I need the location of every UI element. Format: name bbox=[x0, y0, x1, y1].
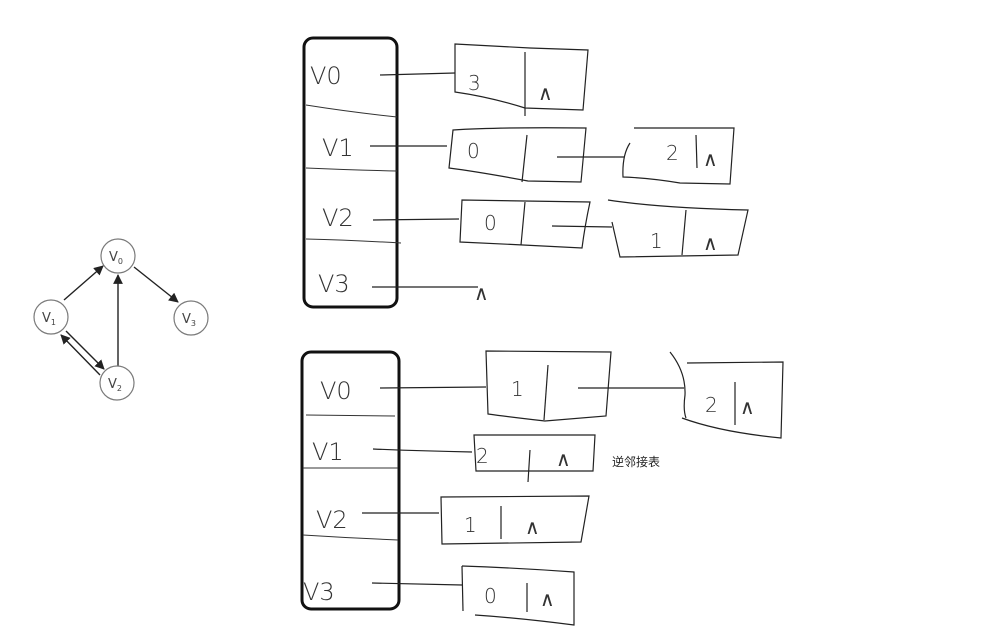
vertex-label: V3 bbox=[303, 578, 335, 606]
adj-row-v0: V0 3 ∧ bbox=[310, 43, 589, 116]
inverse-adjacency-list: V0 1 2 ∧ V1 2 ∧ 逆邻接表 V2 bbox=[300, 350, 784, 626]
inv-row-v2: V2 1 ∧ bbox=[316, 495, 590, 545]
null-pointer: ∧ bbox=[703, 147, 718, 171]
edge-v1-v2 bbox=[65, 330, 105, 370]
vertex-label: V0 bbox=[310, 62, 342, 90]
node-index: 1 bbox=[650, 229, 663, 253]
null-pointer: ∧ bbox=[556, 447, 571, 471]
node-index: 1 bbox=[464, 513, 477, 537]
svg-text:V0: V0 bbox=[109, 250, 123, 266]
inv-row-v0: V0 1 2 ∧ bbox=[320, 350, 784, 439]
row-divider bbox=[305, 414, 396, 417]
null-pointer: ∧ bbox=[703, 231, 718, 255]
adj-row-v1: V1 0 2 ∧ bbox=[322, 127, 735, 185]
vertex-label: V1 bbox=[322, 134, 354, 162]
graph-node-v1: V1 bbox=[33, 299, 69, 335]
node-index: 0 bbox=[484, 584, 497, 608]
graph-node-v2: V2 bbox=[99, 365, 135, 401]
node-index: 3 bbox=[468, 71, 481, 95]
edge-v0-v3 bbox=[133, 266, 179, 303]
vertex-table-frame bbox=[302, 36, 399, 309]
null-pointer: ∧ bbox=[540, 587, 555, 611]
node-index: 1 bbox=[511, 377, 524, 401]
row-divider bbox=[305, 104, 398, 118]
vertex-label: V3 bbox=[318, 270, 350, 298]
inv-row-v3: V3 0 ∧ bbox=[303, 565, 575, 626]
null-pointer: ∧ bbox=[474, 281, 489, 305]
inv-row-v1: V1 2 ∧ 逆邻接表 bbox=[312, 434, 660, 483]
directed-graph: V0 V1 V2 V3 bbox=[33, 238, 209, 401]
svg-text:V1: V1 bbox=[42, 311, 56, 327]
row-divider bbox=[305, 167, 398, 172]
node-index: 2 bbox=[476, 444, 489, 468]
vertex-table-frame bbox=[300, 350, 401, 611]
svg-text:V3: V3 bbox=[182, 312, 196, 328]
vertex-label: V1 bbox=[312, 438, 344, 466]
null-pointer: ∧ bbox=[538, 81, 553, 105]
node-index: 0 bbox=[467, 139, 480, 163]
edge-v1-v0 bbox=[63, 265, 104, 301]
graph-node-v0: V0 bbox=[100, 238, 136, 274]
inverse-adjacency-caption: 逆邻接表 bbox=[612, 454, 660, 469]
edge-v2-v1 bbox=[60, 334, 101, 376]
row-divider bbox=[305, 238, 402, 244]
vertex-label: V2 bbox=[316, 506, 348, 534]
null-pointer: ∧ bbox=[740, 395, 755, 419]
vertex-label: V0 bbox=[320, 377, 352, 405]
graph-node-v3: V3 bbox=[173, 300, 209, 336]
node-index: 2 bbox=[666, 141, 679, 165]
node-index: 2 bbox=[705, 393, 718, 417]
adjacency-list: V0 3 ∧ V1 0 2 ∧ V2 0 bbox=[302, 36, 749, 309]
vertex-label: V2 bbox=[322, 204, 354, 232]
svg-text:V2: V2 bbox=[108, 377, 122, 393]
null-pointer: ∧ bbox=[525, 515, 540, 539]
row-divider bbox=[302, 534, 399, 541]
adj-row-v3: V3 ∧ bbox=[318, 270, 489, 305]
node-index: 0 bbox=[484, 211, 497, 235]
adj-row-v2: V2 0 1 ∧ bbox=[322, 199, 749, 258]
